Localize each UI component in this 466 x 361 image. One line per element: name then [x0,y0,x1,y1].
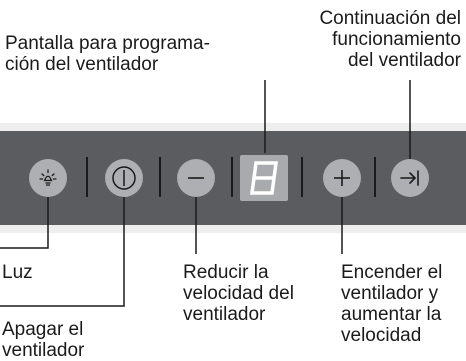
power-icon [112,166,136,190]
plus-icon [334,170,350,186]
leader-apagar [0,197,125,307]
label-encender: Encender el ventilador y aumentar la vel… [341,262,443,346]
light-bulb-icon [39,169,57,186]
power-button[interactable] [105,159,143,197]
label-reducir: Reducir la velocidad del ventilador [183,262,294,325]
digit-eight-glyph [250,161,278,195]
label-apagar: Apagar el ventilador [2,319,85,361]
separator [301,157,303,197]
label-pantalla: Pantalla para programa- ción del ventila… [5,33,210,75]
separator [374,157,376,197]
continue-fan-button[interactable] [391,159,429,197]
leader-luz [0,197,49,249]
separator [159,157,161,197]
separator [86,157,88,197]
label-continuacion: Continuación del funcionamiento del vent… [319,8,461,71]
seven-segment-display [240,155,288,201]
increase-speed-button[interactable] [323,159,361,197]
minus-icon [188,177,204,179]
separator [231,157,233,197]
label-luz: Luz [2,262,33,283]
continue-arrow-icon [400,170,419,186]
light-button[interactable] [29,159,67,197]
decrease-speed-button[interactable] [177,159,215,197]
control-strip [0,131,466,225]
